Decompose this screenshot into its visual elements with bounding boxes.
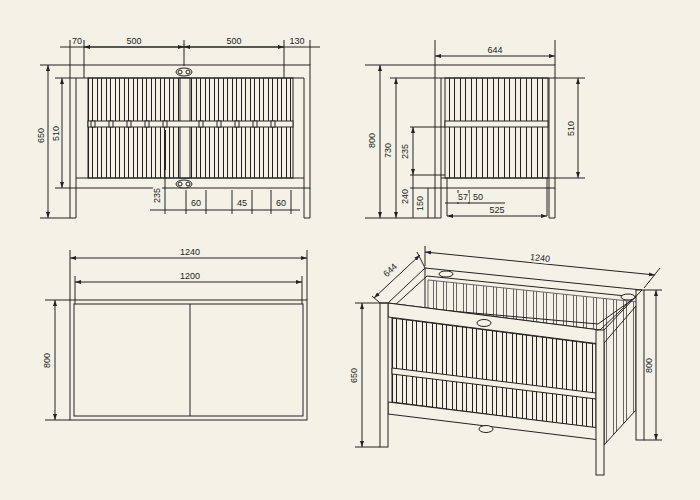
dimension-label: 525 (488, 206, 505, 215)
dimension-label: 500 (225, 37, 242, 46)
dimension-label: 800 (646, 356, 655, 373)
dimension-label: 1240 (179, 248, 201, 257)
dimension-label: 1200 (179, 272, 201, 281)
dimension-label: 650 (351, 366, 360, 383)
dimension-label: 800 (369, 131, 378, 148)
dimension-label: 235 (154, 186, 163, 203)
dimension-label: 1240 (529, 252, 552, 263)
dimension-label: 50 (472, 193, 484, 202)
dimension-label: 510 (568, 119, 577, 136)
dimension-label: 70 (71, 37, 83, 46)
dimension-label: 650 (38, 126, 47, 143)
dimension-label: 60 (275, 199, 287, 208)
dimension-label: 510 (53, 124, 62, 141)
dimension-label: 57 (457, 193, 469, 202)
dimension-label: 45 (236, 199, 248, 208)
dimension-label: 235 (402, 142, 411, 159)
dimension-label: 130 (288, 37, 305, 46)
dimension-label: 730 (385, 141, 394, 158)
dimension-label: 240 (402, 187, 411, 204)
dimension-label: 800 (44, 351, 53, 368)
dimension-label: 60 (190, 199, 202, 208)
dimension-label: 500 (125, 37, 142, 46)
dimension-label: 150 (417, 194, 426, 211)
dimension-label: 644 (486, 46, 503, 55)
